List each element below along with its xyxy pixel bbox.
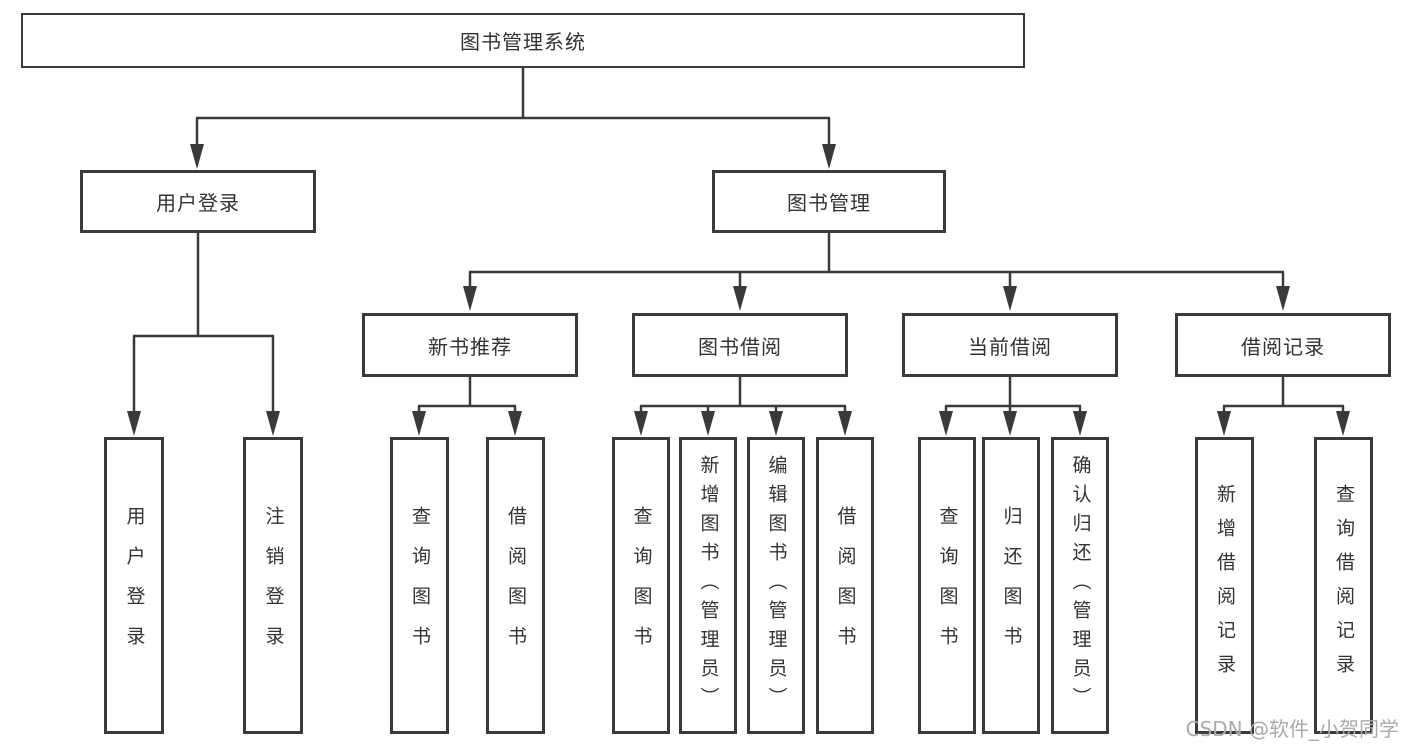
arrowheads	[127, 144, 1350, 436]
node-borrowing-records: 借阅记录	[1175, 313, 1391, 377]
node-current-borrowing-label: 当前借阅	[968, 334, 1052, 359]
node-user-login-label: 用户登录	[156, 191, 240, 215]
leaf-logout: 注销登录	[243, 437, 303, 734]
leaf-query-borrow-record: 查询借阅记录	[1314, 437, 1373, 734]
leaf-edit-books-admin-label: 编辑图书（管理员）	[765, 455, 788, 716]
leaf-query-books-3: 查询图书	[918, 437, 976, 734]
node-book-management: 图书管理	[712, 170, 946, 233]
leaf-borrow-books-1: 借阅图书	[486, 437, 545, 734]
leaf-add-borrow-record: 新增借阅记录	[1195, 437, 1254, 734]
csdn-watermark: CSDN @软件_小贺同学	[1185, 717, 1399, 741]
node-book-management-label: 图书管理	[787, 191, 871, 215]
leaf-add-books-admin: 新增图书（管理员）	[679, 437, 737, 734]
leaf-query-borrow-record-label: 查询借阅记录	[1333, 483, 1355, 688]
leaf-borrow-books-2-label: 借阅图书	[834, 505, 857, 666]
leaf-confirm-return-admin-label: 确认归还（管理员）	[1069, 455, 1092, 716]
node-user-login: 用户登录	[80, 170, 316, 233]
leaf-query-books-2-label: 查询图书	[630, 505, 653, 666]
leaf-add-borrow-record-label: 新增借阅记录	[1214, 483, 1236, 688]
leaf-edit-books-admin: 编辑图书（管理员）	[747, 437, 805, 734]
node-borrowing-records-label: 借阅记录	[1241, 334, 1325, 359]
leaf-query-books-1: 查询图书	[390, 437, 449, 734]
leaf-user-login: 用户登录	[104, 437, 164, 734]
node-current-borrowing: 当前借阅	[902, 313, 1118, 377]
node-book-borrowing-label: 图书借阅	[698, 334, 782, 359]
node-new-book-recommendation: 新书推荐	[362, 313, 578, 377]
leaf-query-books-2: 查询图书	[612, 437, 670, 734]
leaf-return-books-label: 归还图书	[1000, 505, 1023, 666]
leaf-add-books-admin-label: 新增图书（管理员）	[697, 455, 720, 716]
leaf-borrow-books-1-label: 借阅图书	[505, 505, 527, 666]
node-new-book-recommendation-label: 新书推荐	[428, 334, 512, 359]
leaf-query-books-3-label: 查询图书	[936, 505, 959, 666]
leaf-logout-label: 注销登录	[262, 505, 285, 666]
leaf-query-books-1-label: 查询图书	[409, 505, 431, 666]
leaf-borrow-books-2: 借阅图书	[816, 437, 874, 734]
node-book-borrowing: 图书借阅	[632, 313, 848, 377]
leaf-return-books: 归还图书	[982, 437, 1040, 734]
node-library-management-system: 图书管理系统	[21, 13, 1025, 68]
leaf-user-login-label: 用户登录	[123, 505, 146, 666]
leaf-confirm-return-admin: 确认归还（管理员）	[1051, 437, 1109, 734]
node-library-management-system-label: 图书管理系统	[460, 30, 586, 54]
